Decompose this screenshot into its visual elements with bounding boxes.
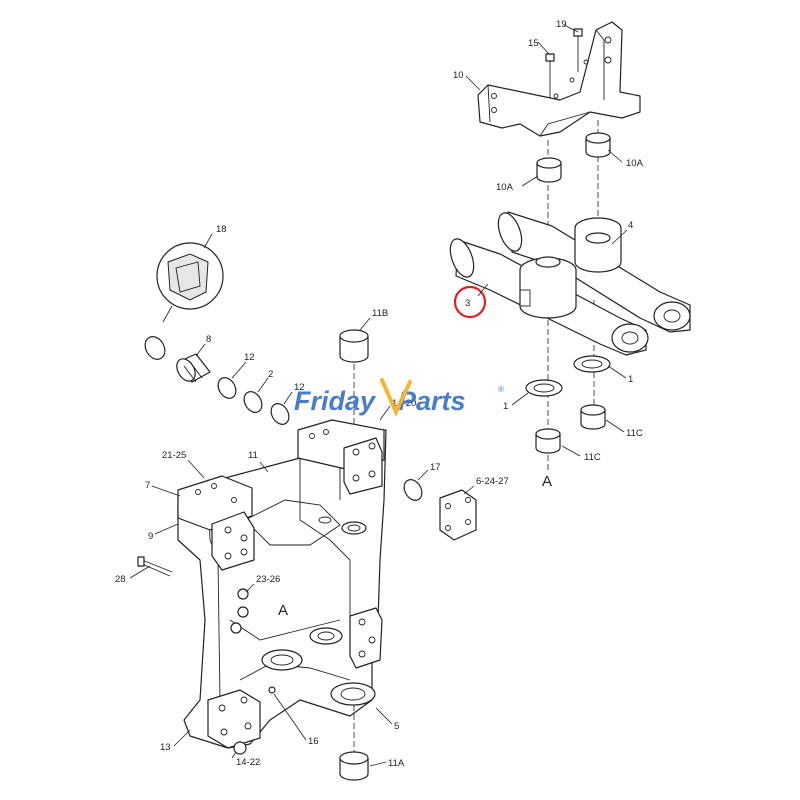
part-12-ring-b <box>270 403 290 425</box>
label-28: 28 <box>115 574 126 585</box>
label-10: 10 <box>453 70 464 81</box>
label-11c-right: 11C <box>626 428 643 439</box>
part-labels: 19 15 10 10A 10A 4 3 1 1 11C 11C A 18 11… <box>115 19 644 769</box>
watermark-registered: ® <box>498 385 504 394</box>
watermark-logo: Friday Parts ® <box>294 378 504 417</box>
label-11: 11 <box>248 450 258 461</box>
part-15-bolt <box>545 53 555 98</box>
label-23-26: 23-26 <box>256 574 280 585</box>
part-23-26-fittings <box>230 588 249 634</box>
part-1-ring-right <box>573 355 611 373</box>
part-11c-bushing-right <box>580 404 606 430</box>
part-7-frame-block <box>177 475 255 571</box>
label-9: 9 <box>148 531 153 542</box>
label-a-right: A <box>542 473 552 490</box>
part-10a-bushing-left <box>536 157 562 183</box>
label-11c-left: 11C <box>584 452 601 463</box>
label-5: 5 <box>394 721 399 732</box>
part-18-detail-callout <box>156 242 224 323</box>
label-10a-left: 10A <box>496 182 514 193</box>
part-11a-bushing <box>339 751 369 781</box>
label-7: 7 <box>145 480 150 491</box>
label-1-right: 1 <box>628 374 633 385</box>
part-28-pin <box>137 556 173 577</box>
part-1-ring-left <box>525 379 563 397</box>
label-11b: 11B <box>372 308 388 319</box>
label-14-20: 14-20 <box>392 398 416 409</box>
label-21-25: 21-25 <box>162 450 186 461</box>
label-12-a: 12 <box>244 352 255 363</box>
part-10a-bushing-right <box>585 132 611 158</box>
label-3: 3 <box>465 298 470 309</box>
label-8: 8 <box>206 334 211 345</box>
label-15: 15 <box>528 38 539 49</box>
label-19: 19 <box>556 19 567 30</box>
part-3-cylinder <box>449 238 649 356</box>
part-5-lower-block <box>349 607 383 669</box>
part-16-fitting <box>268 686 276 694</box>
part-8-cartridge <box>176 353 211 383</box>
label-1-left: 1 <box>503 401 508 412</box>
label-18: 18 <box>216 224 227 235</box>
watermark-text-parts: Parts <box>398 386 466 416</box>
part-17-ring <box>403 479 423 501</box>
highlight-circle-part-3 <box>453 285 487 319</box>
label-2: 2 <box>268 369 273 380</box>
part-11b-bushing <box>339 329 369 363</box>
part-11c-bushing-left <box>535 428 561 454</box>
part-12-ring-a <box>217 377 237 399</box>
leader-lines <box>129 24 628 767</box>
part-14-20-upper-block <box>297 419 385 495</box>
part-2-ring <box>243 391 263 413</box>
label-10a-right: 10A <box>626 158 644 169</box>
label-16: 16 <box>308 736 319 747</box>
label-6-24-27: 6-24-27 <box>476 476 509 487</box>
part-18-snap-ring <box>144 336 166 360</box>
label-a-left: A <box>278 602 288 619</box>
label-11a: 11A <box>388 758 405 769</box>
watermark-text-friday: Friday <box>294 386 377 416</box>
label-17: 17 <box>430 462 441 473</box>
part-6-24-27-plate <box>439 489 477 541</box>
label-12-b: 12 <box>294 382 305 393</box>
label-14-22: 14-22 <box>236 757 260 768</box>
part-13-lower-block <box>207 689 261 755</box>
part-19-bolt <box>573 28 583 72</box>
label-4: 4 <box>628 220 633 231</box>
watermark-accent-mark <box>380 378 412 417</box>
label-13: 13 <box>160 742 171 753</box>
part-10-upper-bracket <box>477 21 641 137</box>
